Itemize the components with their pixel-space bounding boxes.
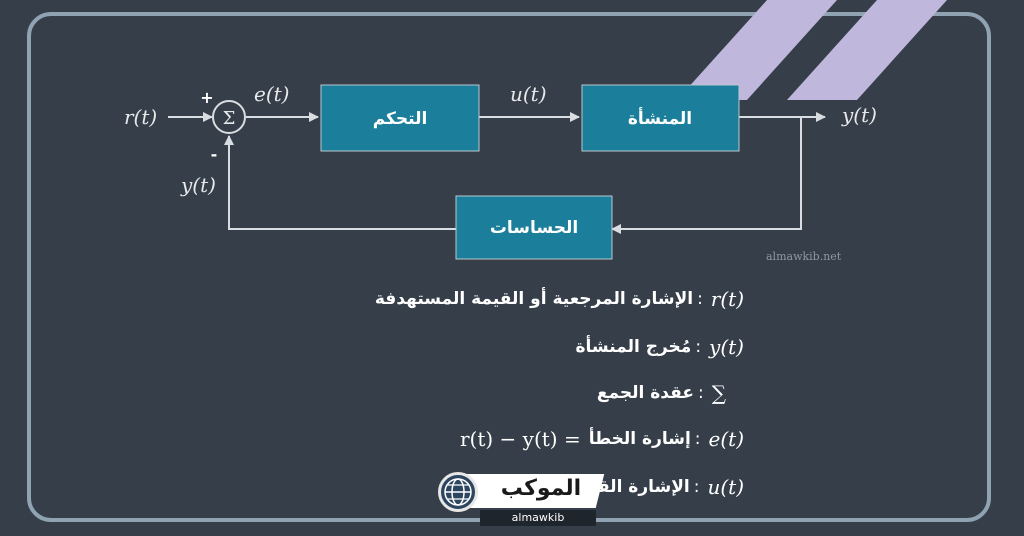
legend-row: الإشارة المرجعية أو القيمة المستهدفة : r… [374,287,744,311]
legend-description: مُخرج المنشأة [575,337,692,357]
globe-icon [438,472,478,512]
feedback-signal-label: y(t) [180,173,216,197]
legend-formula: r(t) − y(t) = [459,427,581,451]
logo-subtitle: almawkib [480,510,596,526]
controller-block [320,84,480,152]
error-signal-label: e(t) [254,82,289,106]
legend-description: إشارة الخطأ [588,429,691,449]
sigma-symbol: Σ [223,108,236,129]
feedback-path-to-sensors [611,117,802,234]
reference-signal-label: r(t) [124,105,157,129]
legend-symbol: r(t) [710,287,744,311]
watermark-text: almawkib.net [766,250,842,263]
minus-sign: - [211,145,218,164]
legend-symbol: ∑ [711,381,726,405]
legend-description: عقدة الجمع [596,383,694,403]
legend-description: الإشارة المرجعية أو القيمة المستهدفة [374,289,694,309]
logo-name: الموكب [500,476,582,501]
output-signal-label: y(t) [841,103,877,127]
plus-sign: + [200,88,213,107]
summing-node [212,100,246,134]
legend-symbol: y(t) [709,335,744,359]
plant-block [581,84,740,152]
sensors-label: الحساسات [490,218,578,238]
legend-row: r(t) − y(t) = إشارة الخطأ : e(t) [459,427,744,451]
feedback-path-to-sum [224,135,456,230]
plant-label: المنشأة [628,107,692,129]
controller-label: التحكم [373,109,428,129]
control-signal-label: u(t) [510,82,547,106]
brand-logo: الموكب almawkib [430,470,610,528]
legend-symbol: e(t) [708,427,744,451]
legend-symbol: u(t) [707,475,744,499]
legend-row: مُخرج المنشأة : y(t) [575,335,744,359]
legend-row: عقدة الجمع : ∑ [596,381,726,405]
sensors-block [455,195,613,260]
